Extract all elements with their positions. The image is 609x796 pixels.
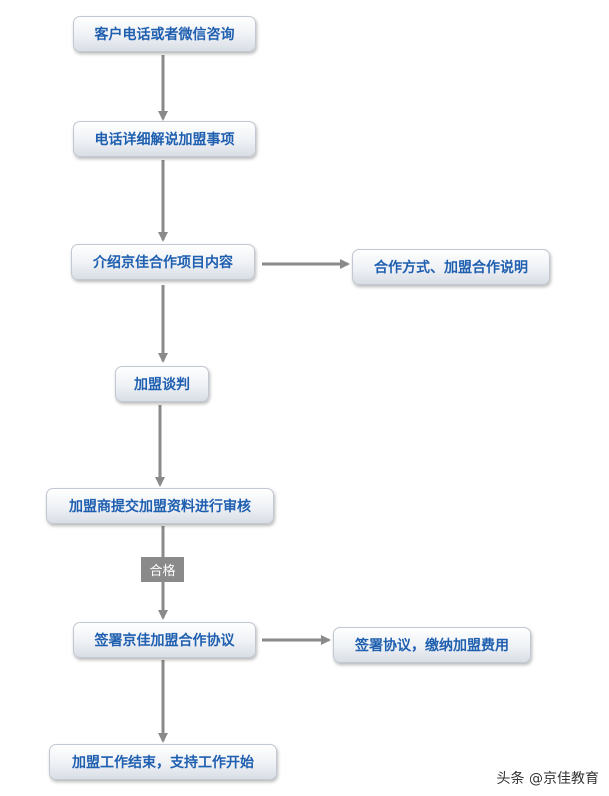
node-finish-start: 加盟工作结束，支持工作开始	[49, 744, 277, 780]
node-pay-fee: 签署协议，缴纳加盟费用	[333, 627, 531, 663]
node-intro-project: 介绍京佳合作项目内容	[71, 244, 255, 280]
node-sign-agreement: 签署京佳加盟合作协议	[73, 622, 256, 658]
watermark: 头条 @京佳教育	[496, 771, 599, 787]
node-submit-review: 加盟商提交加盟资料进行审核	[46, 488, 274, 524]
node-coop-method: 合作方式、加盟合作说明	[352, 249, 550, 285]
node-phone-explain: 电话详细解说加盟事项	[73, 121, 256, 157]
edge-label-qualified: 合格	[141, 557, 184, 582]
node-consult: 客户电话或者微信咨询	[73, 16, 256, 52]
node-negotiation: 加盟谈判	[115, 366, 209, 402]
